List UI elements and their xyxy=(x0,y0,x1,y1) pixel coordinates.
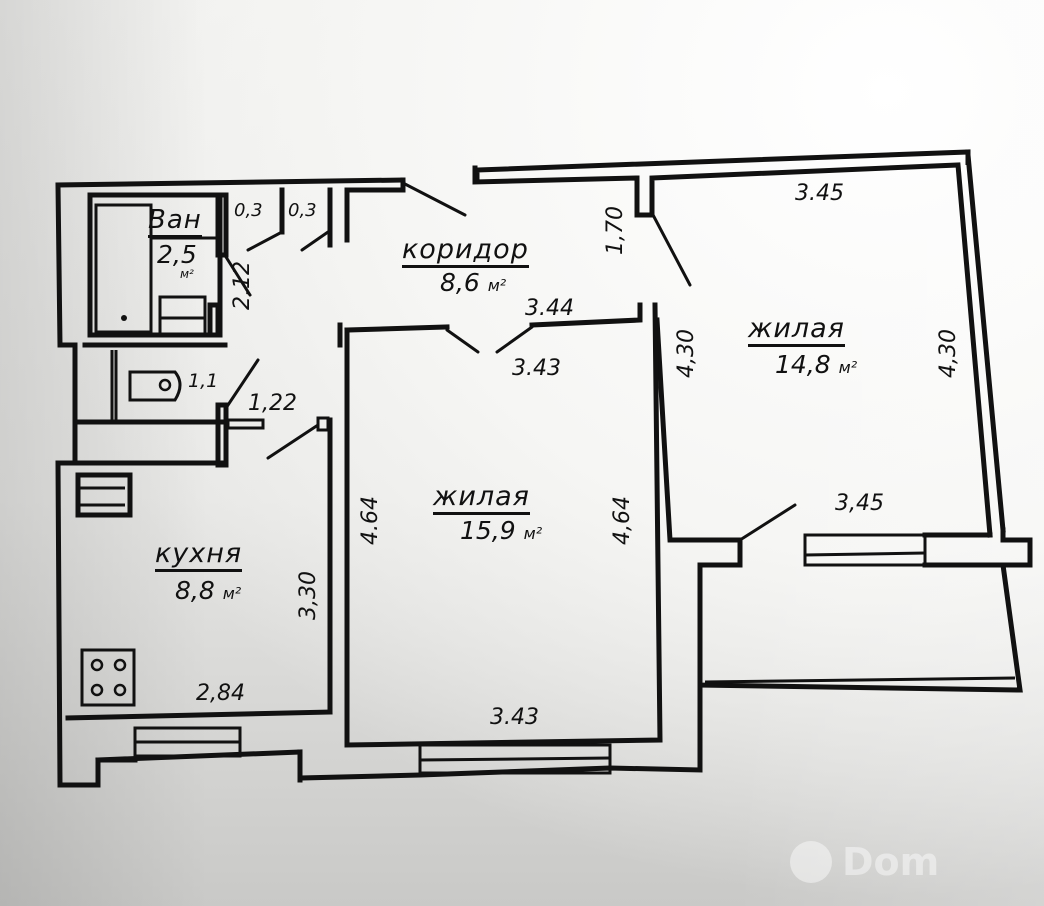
dim-center-left: 4.64 xyxy=(358,496,383,545)
interior-walls xyxy=(266,181,797,748)
dim-right-bottom: 3,45 xyxy=(835,491,884,516)
dim-right-top: 3.45 xyxy=(795,181,844,206)
dim-corridor-wall: 3.44 xyxy=(525,296,574,321)
living-center-name: жилая xyxy=(433,483,530,515)
bathroom-area: 2,5 xyxy=(157,240,197,269)
living-center-area: 15,9 м² xyxy=(460,516,543,545)
bathroom-unit: м² xyxy=(180,267,194,281)
bathroom-walls xyxy=(87,192,252,338)
watermark-text: Dom xyxy=(842,840,940,884)
kitchen-area: 8,8 м² xyxy=(175,576,242,605)
dim-kitchen-side: 3,30 xyxy=(296,571,321,620)
corridor-area: 8,6 м² xyxy=(440,268,507,297)
outer-walls xyxy=(55,149,1033,788)
dim-kitchen-bottom: 2,84 xyxy=(196,681,245,706)
living-right-area: 14,8 м² xyxy=(775,350,858,379)
toilet-area: 1,1 xyxy=(188,370,219,392)
bathroom-name: Ван xyxy=(148,207,202,238)
dim-bath-width: 2,12 xyxy=(230,261,255,310)
toilet-walls xyxy=(75,342,265,518)
dim-center-top: 3.43 xyxy=(512,356,561,381)
dim-center-bottom: 3.43 xyxy=(490,705,539,730)
stove-icon xyxy=(80,648,136,707)
dim-center-right: 4,64 xyxy=(610,496,635,545)
dim-toilet-width: 1,22 xyxy=(248,391,297,416)
dim-corridor-side: 1,70 xyxy=(603,206,628,255)
watermark-logo-icon xyxy=(790,841,832,883)
watermark: Dom xyxy=(790,840,939,884)
kitchen-name: кухня xyxy=(155,540,243,572)
closet-1-area: 0,3 xyxy=(234,200,263,221)
closet-2-area: 0,3 xyxy=(288,200,317,221)
closet-walls xyxy=(246,187,333,252)
corridor-name: коридор xyxy=(402,236,529,268)
dim-right-right: 4,30 xyxy=(936,329,961,378)
living-right-name: жилая xyxy=(748,315,845,347)
dim-right-left: 4,30 xyxy=(674,329,699,378)
